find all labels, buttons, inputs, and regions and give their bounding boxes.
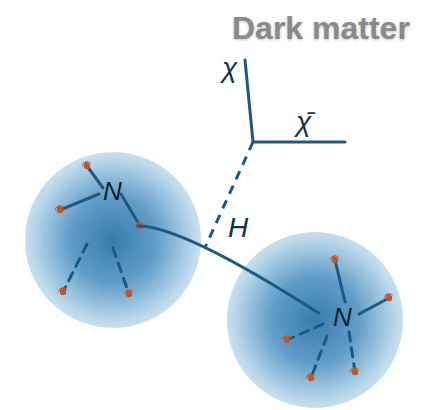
quark-dot — [84, 163, 90, 169]
gluon-line — [359, 298, 389, 314]
particle-label: χ — [222, 54, 237, 82]
gluon-line — [121, 194, 140, 226]
gluon-line — [63, 244, 87, 292]
diagram-title: Dark matter — [232, 12, 410, 44]
quark-dot — [126, 291, 132, 297]
gluon-line — [311, 336, 327, 378]
quark-dot — [332, 257, 338, 263]
gluon-line — [113, 248, 129, 294]
gluon-line — [349, 332, 355, 372]
particle-label: H — [228, 214, 248, 242]
gluon-line — [87, 166, 103, 188]
gluon-line — [287, 324, 323, 340]
nucleus: N — [227, 232, 403, 408]
dark-matter-leg — [253, 141, 345, 144]
quark-dot — [60, 289, 66, 295]
particle-label: χ̄ — [296, 108, 311, 136]
nucleus: N — [25, 152, 201, 328]
quark-dot — [57, 207, 63, 213]
nucleon-label: N — [333, 304, 352, 330]
quark-dot — [284, 337, 290, 343]
quark-dot — [386, 295, 392, 301]
quark-dot — [352, 369, 358, 375]
quark-drawing — [227, 232, 403, 408]
gluon-line — [335, 260, 345, 302]
dark-matter-leg — [245, 60, 253, 142]
higgs-propagator — [205, 142, 253, 247]
quark-dot — [308, 375, 314, 381]
nucleon-label: N — [103, 178, 122, 204]
gluon-line — [60, 194, 99, 210]
